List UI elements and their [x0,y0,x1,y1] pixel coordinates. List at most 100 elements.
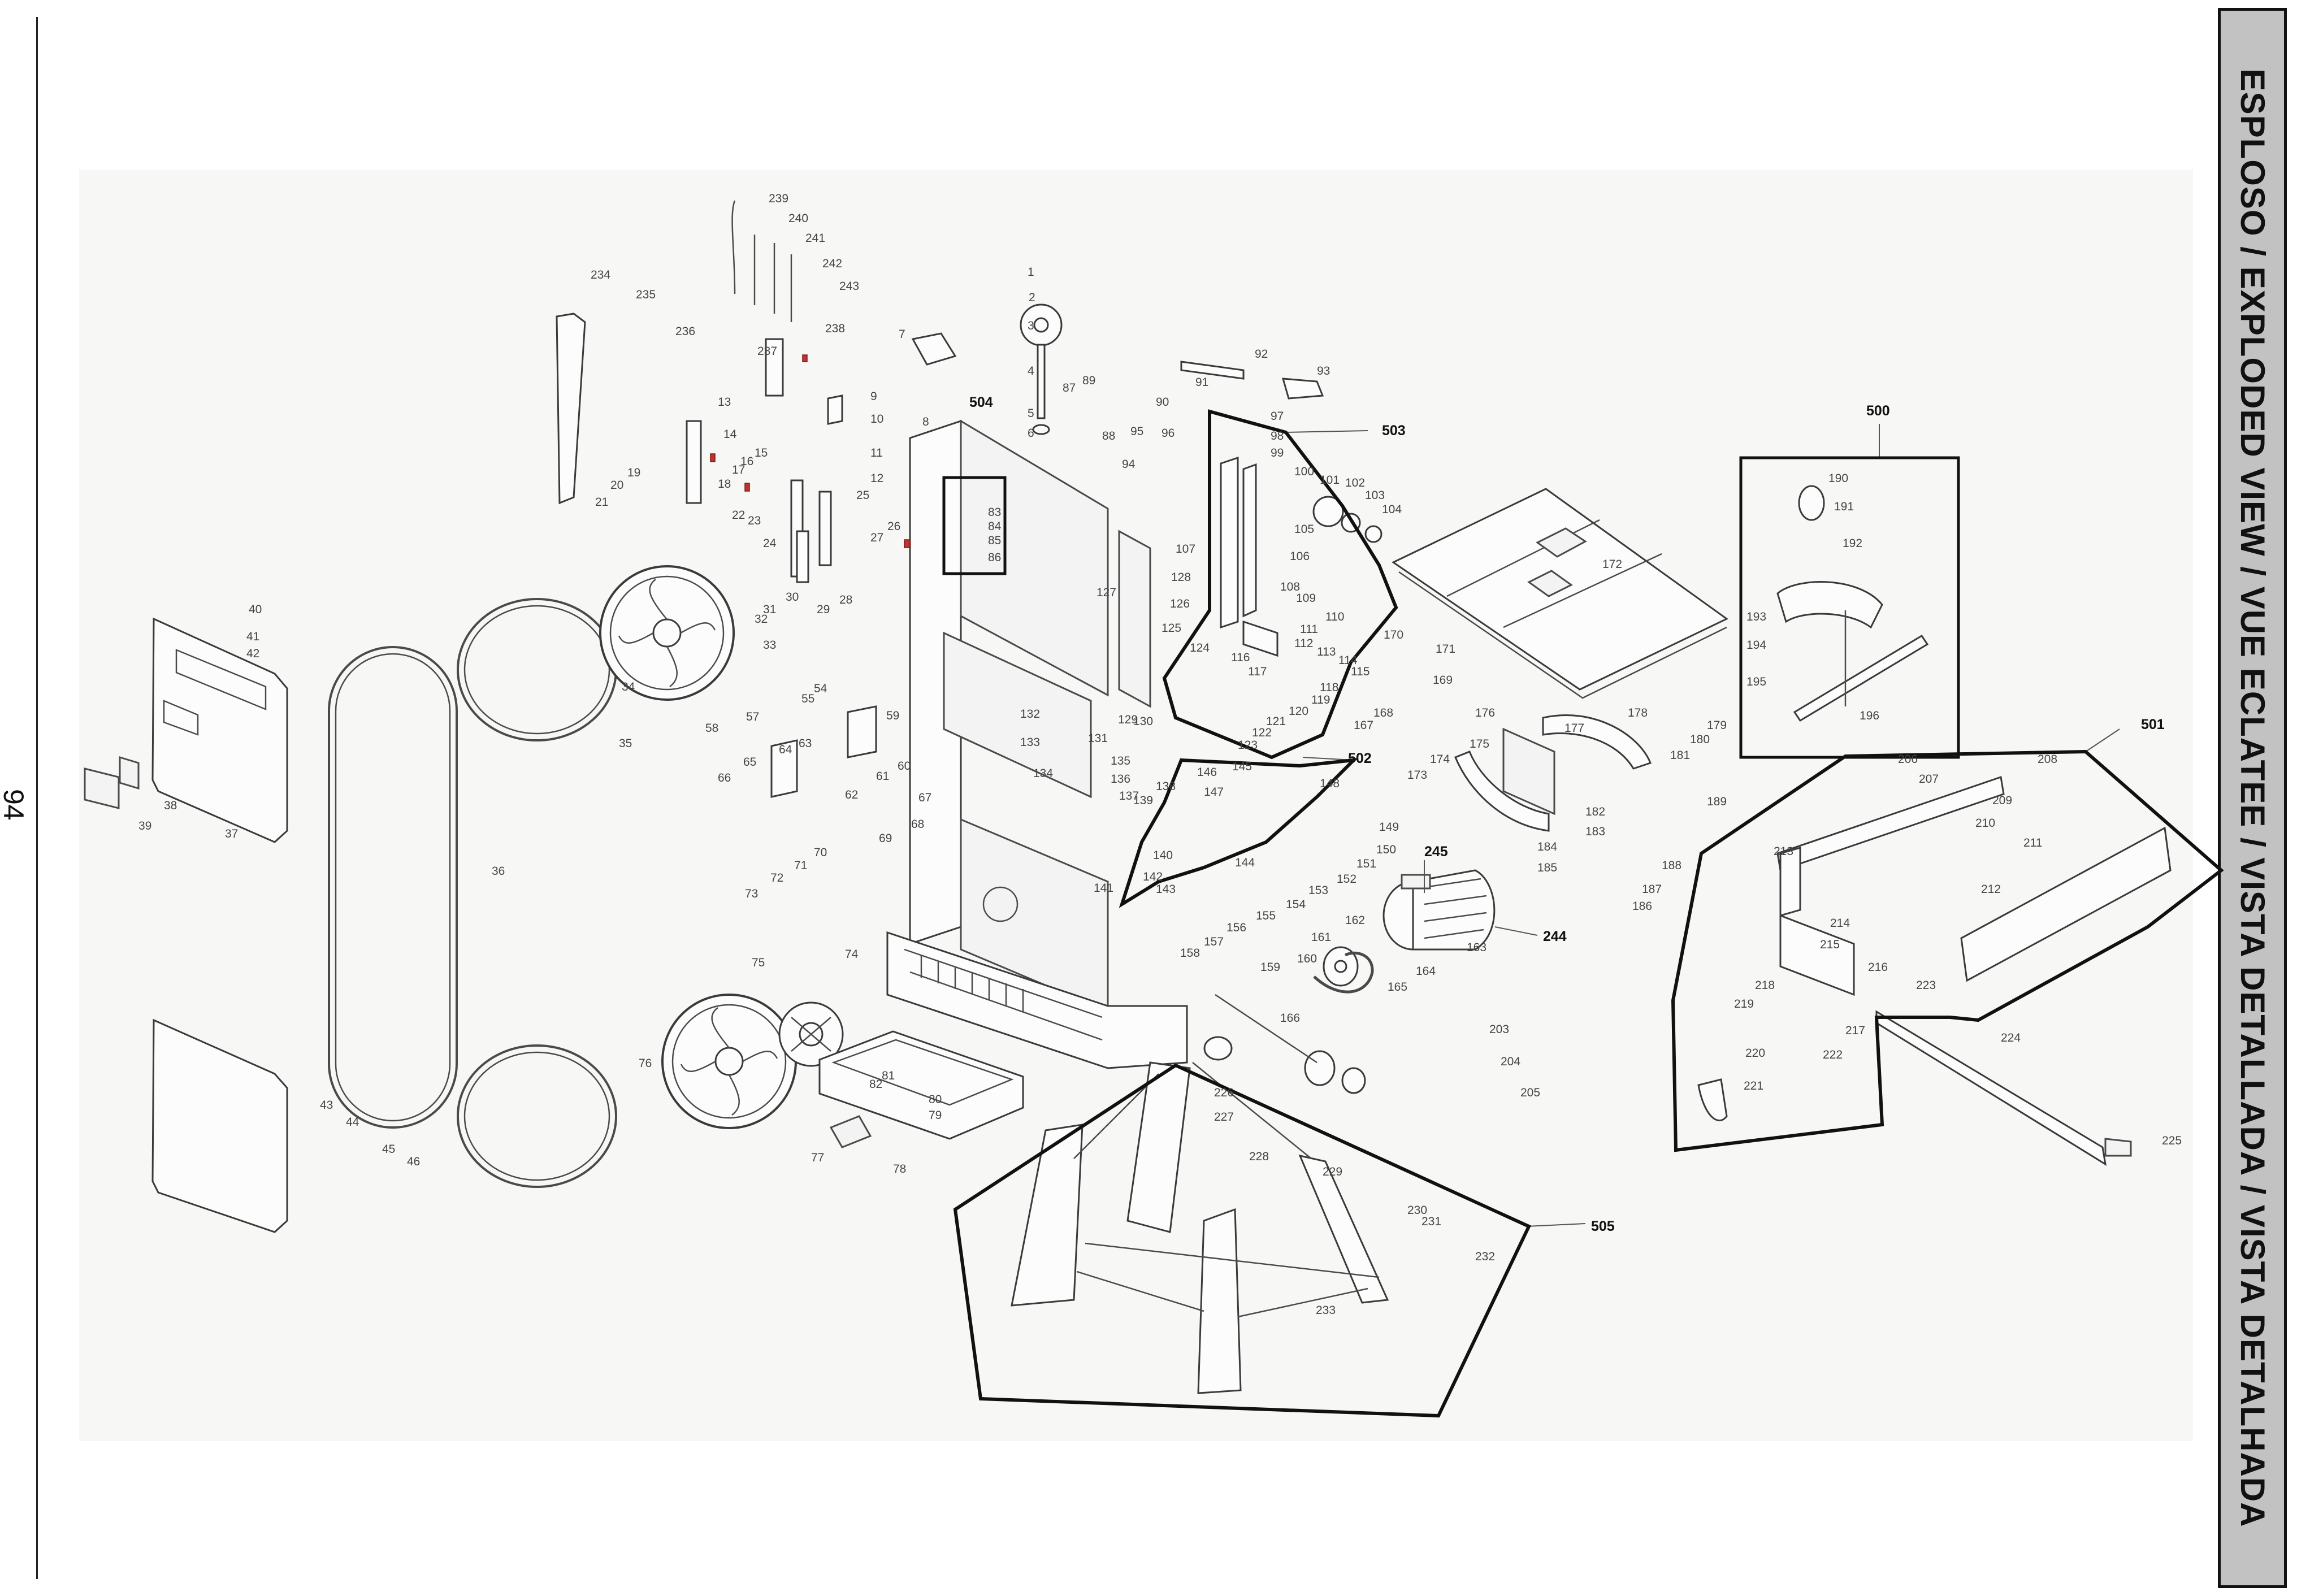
part-label-58: 58 [705,722,718,735]
part-label-14: 14 [723,428,737,441]
part-label-171: 171 [1436,643,1455,656]
part-label-36: 36 [492,865,505,878]
part-label-140: 140 [1153,849,1173,862]
part-label-216: 216 [1868,961,1888,974]
group-label-244: 244 [1543,929,1567,944]
part-label-138: 138 [1156,780,1176,793]
part-label-139: 139 [1133,794,1153,807]
part-label-113: 113 [1317,645,1336,658]
part-label-127: 127 [1097,586,1116,599]
part-label-185: 185 [1537,861,1557,874]
part-label-73: 73 [745,887,758,900]
part-label-218: 218 [1755,979,1775,992]
part-label-30: 30 [786,591,799,604]
part-label-65: 65 [743,756,756,769]
part-label-243: 243 [839,280,859,293]
highlighted-fasteners [710,354,911,548]
part-label-82: 82 [869,1078,882,1091]
part-label-22: 22 [732,509,745,522]
part-label-5: 5 [1028,407,1034,420]
part-label-27: 27 [870,531,883,544]
part-label-110: 110 [1325,610,1344,623]
drive-belt [1313,951,1374,994]
part-label-93: 93 [1317,365,1330,378]
part-label-62: 62 [845,788,858,801]
part-label-193: 193 [1746,610,1766,623]
part-label-13: 13 [718,396,731,409]
part-label-179: 179 [1707,719,1727,732]
work-table [1392,488,1728,699]
part-label-45: 45 [382,1143,395,1156]
part-label-205: 205 [1520,1086,1540,1099]
part-label-107: 107 [1176,543,1195,556]
part-label-102: 102 [1345,476,1365,489]
part-label-150: 150 [1376,843,1396,856]
part-label-92: 92 [1255,348,1268,361]
part-label-228: 228 [1249,1150,1269,1163]
part-label-128: 128 [1171,571,1191,584]
part-label-81: 81 [882,1069,895,1082]
part-label-85: 85 [988,534,1001,547]
part-label-101: 101 [1320,474,1340,487]
part-label-124: 124 [1190,641,1210,654]
group-label-502: 502 [1348,751,1372,766]
part-label-240: 240 [788,212,808,225]
part-label-90: 90 [1156,396,1169,409]
part-label-70: 70 [814,846,827,859]
group-504-box [942,476,1007,575]
part-label-220: 220 [1745,1047,1765,1060]
part-label-223: 223 [1916,979,1936,992]
part-label-59: 59 [886,709,899,722]
part-label-104: 104 [1382,503,1402,516]
part-label-78: 78 [893,1163,906,1176]
part-label-28: 28 [839,593,852,606]
part-label-60: 60 [898,760,911,773]
group-501-outline [1671,749,2224,1152]
part-label-186: 186 [1632,900,1652,913]
part-label-170: 170 [1384,628,1403,641]
part-label-165: 165 [1388,981,1407,994]
part-label-2: 2 [1029,291,1035,304]
part-label-20: 20 [610,479,623,492]
part-label-9: 9 [870,390,877,403]
part-label-44: 44 [346,1116,359,1129]
part-label-214: 214 [1830,917,1850,930]
part-label-86: 86 [988,551,1001,564]
part-label-151: 151 [1356,857,1376,870]
part-label-196: 196 [1860,709,1879,722]
part-label-145: 145 [1232,760,1252,773]
part-label-164: 164 [1416,965,1436,978]
part-label-177: 177 [1564,722,1584,735]
part-label-176: 176 [1475,706,1495,719]
part-label-105: 105 [1294,523,1314,536]
part-label-72: 72 [770,871,783,884]
part-label-84: 84 [988,520,1002,533]
part-label-68: 68 [911,818,924,831]
part-label-119: 119 [1311,693,1330,706]
group-label-503: 503 [1382,423,1406,439]
part-label-8: 8 [922,415,929,428]
part-label-238: 238 [825,322,845,335]
part-label-54: 54 [814,682,827,695]
upper-blade-guide-bracket [770,479,877,798]
part-label-173: 173 [1407,769,1427,782]
upper-wheel-cover [84,617,288,843]
part-label-109: 109 [1296,592,1316,605]
part-label-3: 3 [1028,319,1034,332]
part-label-114: 114 [1338,654,1358,667]
part-label-142: 142 [1143,870,1163,883]
part-label-207: 207 [1919,773,1939,786]
part-label-212: 212 [1981,883,2001,896]
part-label-42: 42 [246,647,259,660]
part-label-241: 241 [805,232,825,245]
part-label-64: 64 [779,743,792,756]
part-label-17: 17 [732,463,745,476]
part-label-25: 25 [856,489,869,502]
wheel-tyres [457,598,617,1188]
part-label-143: 143 [1156,883,1176,896]
part-label-91: 91 [1195,376,1208,389]
blade-guard-and-tools [556,200,957,505]
part-label-26: 26 [887,520,900,533]
part-label-11: 11 [870,446,883,459]
part-label-103: 103 [1365,489,1385,502]
